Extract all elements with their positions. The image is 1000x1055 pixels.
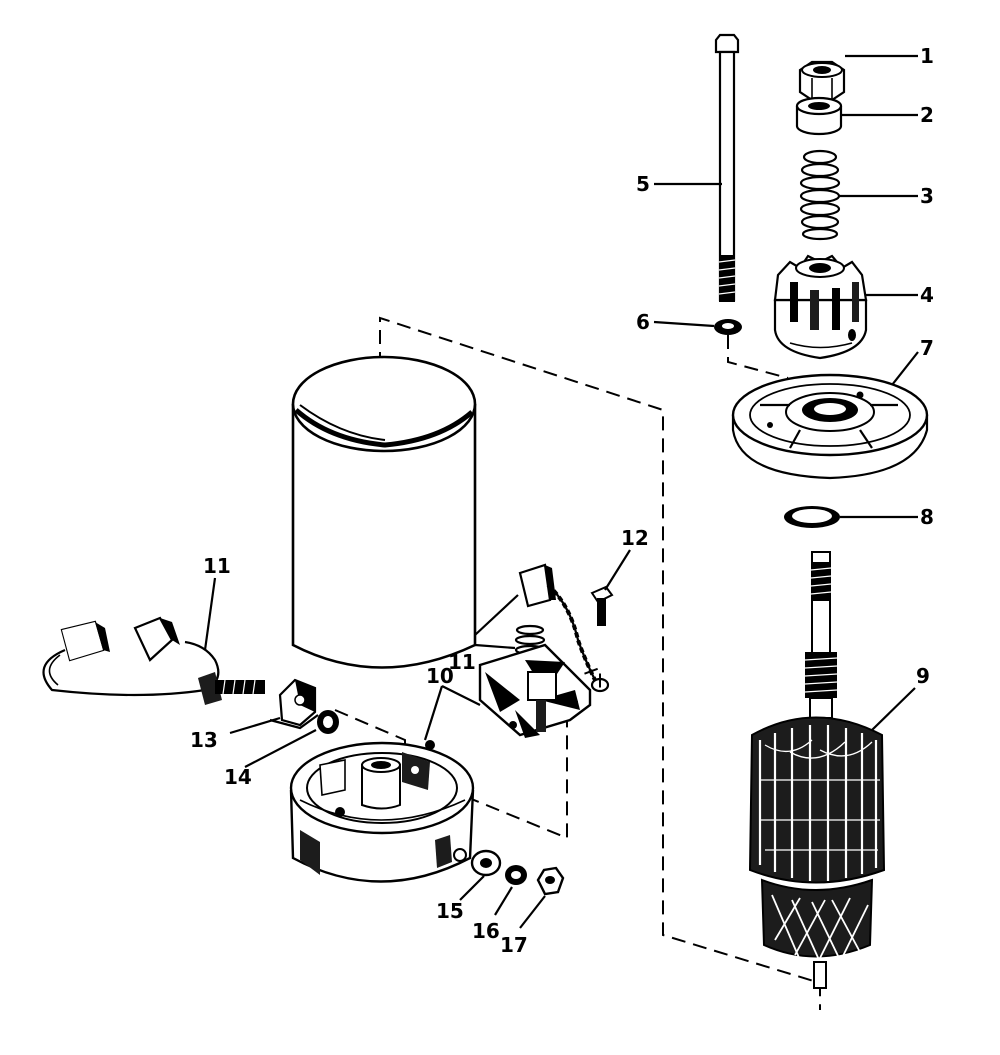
part-1-hex-nut: [798, 60, 846, 102]
callout-2: 2: [920, 103, 934, 127]
callout-3: 3: [920, 184, 934, 208]
part-6-washer: [714, 319, 742, 335]
commutator-end-head: [289, 740, 475, 883]
callout-6: 6: [636, 310, 650, 334]
part-7-end-cap: [731, 373, 929, 480]
part-11-brush-lead-assembly: [42, 616, 265, 705]
part-16-lock-washer: [505, 865, 527, 885]
part-13-terminal: [269, 678, 319, 730]
part-8-thrust-washer: [784, 506, 840, 528]
part-4-drive-pinion: [773, 254, 868, 360]
callout-17: 17: [500, 933, 528, 957]
callout-8: 8: [920, 505, 934, 529]
part-17-nut: [536, 866, 565, 896]
part-3-spring: [799, 149, 841, 241]
callout-11-center: 11: [448, 650, 476, 674]
callout-9: 9: [916, 664, 930, 688]
part-12-screw: [590, 585, 614, 626]
part-5-through-bolt: [714, 33, 740, 302]
leader-lines: [203, 54, 919, 929]
part-11-brush-spring: [514, 563, 610, 693]
callout-1: 1: [920, 44, 934, 68]
callout-4: 4: [920, 283, 934, 307]
part-2-spacer: [795, 96, 843, 136]
part-14-washer: [317, 710, 339, 734]
callout-labels: 1 2 3 4 5 6 7 8 9 10 11 11 12 13 14 15 1…: [190, 44, 934, 957]
callout-15: 15: [436, 899, 464, 923]
callout-12: 12: [621, 526, 649, 550]
part-9-armature: [748, 551, 886, 989]
starter-frame-housing: [291, 355, 477, 669]
part-15-flat-washer: [470, 849, 502, 877]
callout-11-left: 11: [203, 554, 231, 578]
callout-7: 7: [920, 336, 934, 360]
callout-13: 13: [190, 728, 218, 752]
part-10-brush-holder: [478, 643, 592, 738]
callout-14: 14: [224, 765, 252, 789]
callout-10: 10: [426, 664, 454, 688]
callout-16: 16: [472, 919, 500, 943]
callout-5: 5: [636, 172, 650, 196]
